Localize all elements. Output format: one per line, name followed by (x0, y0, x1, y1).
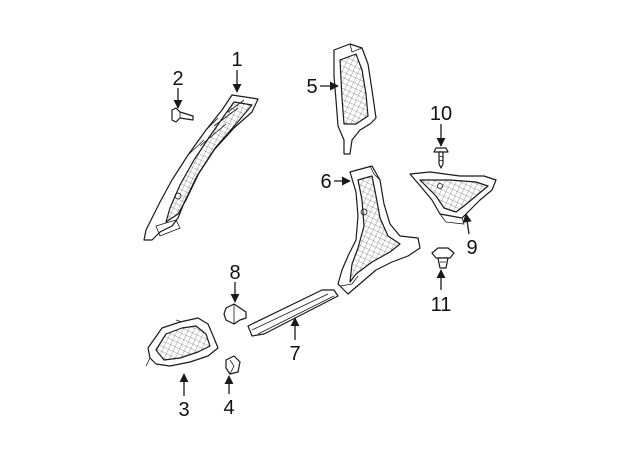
callout-2: 2 (172, 68, 183, 90)
part-10-screw (433, 147, 449, 169)
callout-3: 3 (178, 399, 189, 421)
callout-5: 5 (306, 76, 317, 98)
part-9-quarter-trim (409, 171, 497, 225)
part-6-lower-pillar-trim (337, 165, 421, 295)
part-8-clip (223, 303, 247, 325)
part-4-bracket (225, 355, 241, 375)
callout-6: 6 (320, 171, 331, 193)
callout-7: 7 (289, 343, 300, 365)
callout-11: 11 (431, 294, 452, 316)
part-5-upper-pillar-trim (333, 43, 377, 155)
leader-lines (173, 70, 472, 396)
callout-1: 1 (231, 49, 242, 71)
part-1-a-pillar-trim (143, 94, 259, 241)
callout-4: 4 (223, 397, 234, 419)
callout-8: 8 (229, 262, 240, 284)
part-2-clip (171, 107, 194, 123)
part-7-sill-plate (247, 289, 339, 337)
part-3-kick-panel (145, 317, 219, 367)
callout-9: 9 (466, 237, 477, 259)
part-11-grommet (431, 247, 455, 269)
callout-10: 10 (430, 103, 452, 125)
